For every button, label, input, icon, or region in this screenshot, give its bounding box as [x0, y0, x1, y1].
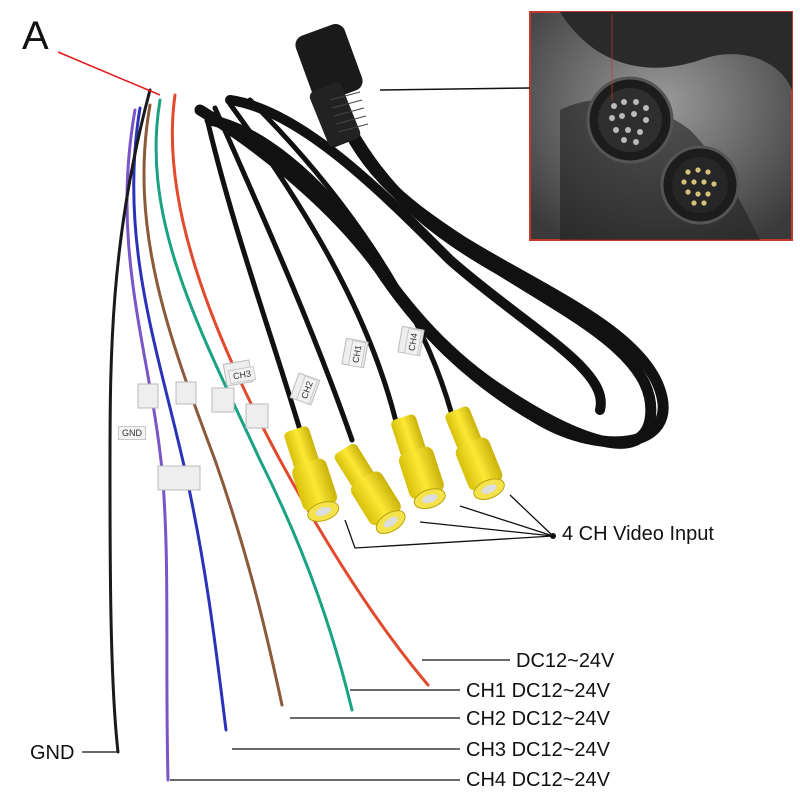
callout-lines: [82, 494, 554, 781]
rca-connector: [391, 414, 446, 510]
gnd-callout: GND: [30, 742, 75, 764]
wire-tag-gnd: GND: [118, 426, 146, 440]
figure-label-leader: [57, 51, 161, 96]
figure-label: A: [22, 14, 49, 58]
wire-labels-graphics: [137, 325, 425, 491]
dc-callout: DC12~24V: [516, 650, 615, 672]
rca-connector: [445, 406, 505, 500]
callout-dot: [550, 533, 556, 539]
connector-inset: [529, 11, 793, 241]
power-wires: [108, 88, 430, 782]
ch3-dc-callout: CH3 DC12~24V: [466, 739, 610, 761]
ch4-dc-callout: CH4 DC12~24V: [466, 769, 610, 791]
rca-connector: [334, 443, 406, 534]
inset-leader-line: [379, 87, 531, 91]
ch2-dc-callout: CH2 DC12~24V: [466, 708, 610, 730]
video-input-callout: 4 CH Video Input: [562, 523, 714, 545]
rca-connector: [284, 426, 340, 522]
rca-connectors: [284, 406, 505, 534]
din-plug: [295, 24, 369, 148]
rca-leads: [202, 97, 455, 443]
main-cable: [194, 84, 669, 449]
ch1-dc-callout: CH1 DC12~24V: [466, 680, 610, 702]
